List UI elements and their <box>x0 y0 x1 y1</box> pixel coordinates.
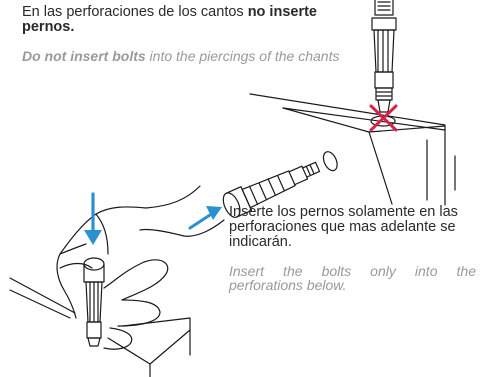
top-note-english-rest: into the piercings of the chants <box>145 48 340 64</box>
insert-arrow-icon <box>188 206 222 230</box>
top-note-english-bold: Do not insert bolts <box>22 48 146 64</box>
bolt-vertical-hand <box>83 257 105 347</box>
top-note-spanish-bold: no inserte pernos. <box>22 4 317 35</box>
bolt-horizontal <box>222 151 338 218</box>
top-note-english: Do not insert bolts into the piercings o… <box>22 49 352 63</box>
prohibited-cross-icon <box>369 104 398 132</box>
down-arrow-icon <box>84 192 102 245</box>
top-note-spanish: En las perforaciones de los cantos no in… <box>22 5 362 35</box>
bottom-note-english: Insert the bolts only into the perforati… <box>229 263 476 293</box>
bottom-note-spanish: Inserte los pernos solamente en las perf… <box>229 204 458 250</box>
hand-outline <box>56 185 225 350</box>
bolt-top <box>371 0 397 113</box>
board-edge-illustration <box>249 93 456 206</box>
top-note-spanish-prefix: En las perforaciones de los cantos <box>22 4 248 20</box>
top-note: En las perforaciones de los cantos no in… <box>22 5 362 64</box>
board-bottom <box>9 277 191 377</box>
bottom-note: Inserte los pernos solamente en las perf… <box>229 204 476 293</box>
